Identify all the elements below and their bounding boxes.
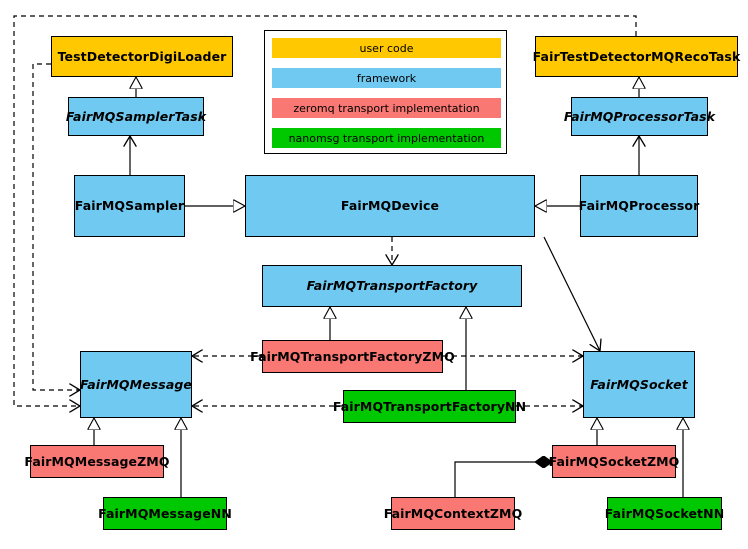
class-box-fairmqsamplertask[interactable]: FairMQSamplerTask — [65, 97, 207, 136]
class-box-fairmqtransportfactory[interactable]: FairMQTransportFactory — [262, 265, 522, 307]
class-box-fairmqprocessor[interactable]: FairMQProcessor — [578, 175, 700, 237]
class-label: FairMQSamplerTask — [65, 108, 207, 124]
class-box-fairmqsampler[interactable]: FairMQSampler — [74, 175, 185, 237]
class-box-testdetectordigiloader[interactable]: TestDetectorDigiLoader — [51, 36, 233, 77]
class-box-fairmqsocketzmq[interactable]: FairMQSocketZMQ — [549, 445, 679, 478]
class-box-fairmqsocket[interactable]: FairMQSocket — [583, 351, 695, 418]
class-label: FairMQSocket — [590, 376, 688, 392]
class-box-fairmqcontextzmq[interactable]: FairMQContextZMQ — [384, 497, 522, 530]
legend-label: framework — [356, 71, 417, 85]
class-box-fairmqdevice[interactable]: FairMQDevice — [245, 175, 535, 237]
legend-label: nanomsg transport implementation — [288, 131, 485, 145]
legend-item-framework: framework — [272, 68, 501, 88]
class-label: FairMQMessage — [80, 376, 193, 392]
class-label: TestDetectorDigiLoader — [57, 48, 227, 64]
edge-socketzmq-contextzmq — [454, 462, 552, 497]
class-label: FairMQMessageZMQ — [24, 453, 170, 469]
legend-item-zeromq: zeromq transport implementation — [272, 98, 501, 118]
class-label: FairMQSocketZMQ — [548, 453, 680, 469]
class-label: FairMQTransportFactoryZMQ — [250, 348, 455, 364]
legend-label: user code — [359, 41, 414, 55]
class-label: FairMQMessageNN — [98, 505, 232, 521]
edge-device-socket — [543, 236, 600, 351]
class-label: FairMQProcessorTask — [563, 108, 716, 124]
class-label: FairMQSampler — [74, 198, 185, 214]
legend-panel: user code framework zeromq transport imp… — [264, 30, 507, 154]
class-box-fairmqmessagenn[interactable]: FairMQMessageNN — [98, 497, 232, 530]
class-label: FairMQTransportFactory — [306, 278, 478, 294]
legend-item-user-code: user code — [272, 38, 501, 58]
class-box-fairmqmessage[interactable]: FairMQMessage — [80, 351, 192, 418]
class-label: FairMQProcessor — [578, 198, 700, 214]
class-box-fairtestdetectormqrecotask[interactable]: FairTestDetectorMQRecoTask — [532, 36, 741, 77]
class-box-fairmqmessagezmq[interactable]: FairMQMessageZMQ — [24, 445, 169, 478]
class-box-fairmqtransportfactorynn[interactable]: FairMQTransportFactoryNN — [333, 390, 526, 423]
class-box-fairmqprocessortask[interactable]: FairMQProcessorTask — [564, 97, 715, 136]
class-label: FairTestDetectorMQRecoTask — [532, 48, 741, 64]
class-label: FairMQContextZMQ — [383, 505, 523, 521]
class-label: FairMQDevice — [340, 198, 440, 214]
legend-item-nanomsg: nanomsg transport implementation — [272, 128, 501, 148]
class-box-fairmqsocketnn[interactable]: FairMQSocketNN — [604, 497, 725, 530]
legend-label: zeromq transport implementation — [293, 101, 480, 115]
class-box-fairmqtransportfactoryzmq[interactable]: FairMQTransportFactoryZMQ — [250, 340, 455, 373]
class-label: FairMQSocketNN — [604, 505, 725, 521]
class-label: FairMQTransportFactoryNN — [332, 398, 527, 414]
